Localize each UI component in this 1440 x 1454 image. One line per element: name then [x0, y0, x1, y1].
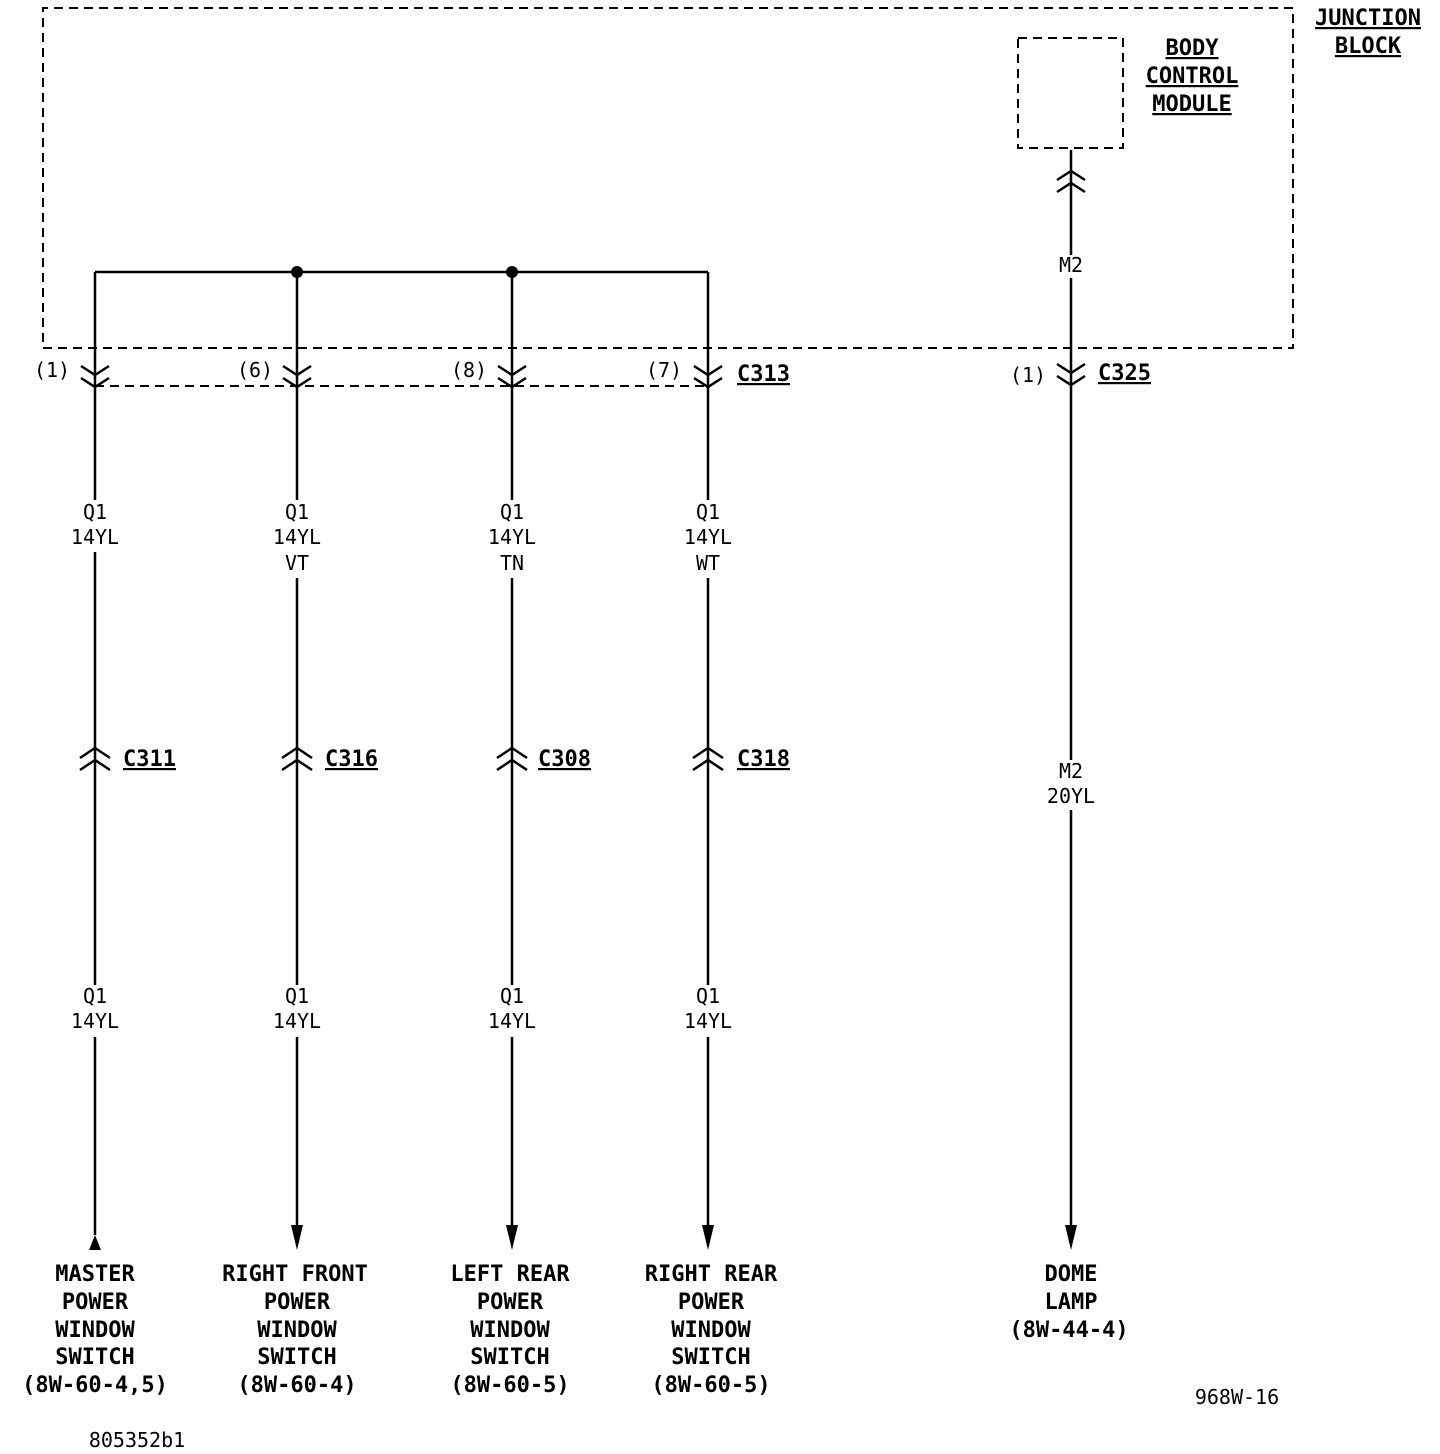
pin-label-6: (6) [237, 358, 273, 382]
wire-gauge-col5-mid: 20YL [1047, 784, 1095, 808]
wire-circuit-col1-lower: Q1 [83, 984, 107, 1008]
wire-gauge-col2-lower: 14YL [273, 1009, 321, 1033]
c313-pin8-connector [497, 364, 527, 389]
wire-circuit-col1-upper: Q1 [83, 500, 107, 524]
arrow-down-left-rear [506, 1225, 518, 1250]
wire-gauge-col4-lower: 14YL [684, 1009, 732, 1033]
connector-label-c308: C308 [538, 747, 591, 772]
pin-label-7: (7) [646, 358, 682, 382]
wire-circuit-col3-lower: Q1 [500, 984, 524, 1008]
dest-master-line3: WINDOW [55, 1318, 135, 1343]
dest-rr-line2: POWER [678, 1290, 745, 1315]
dest-lr-line5: (8W-60-5) [450, 1373, 569, 1398]
connector-label-c318: C318 [737, 747, 790, 772]
junction-block-label-1: JUNCTION [1315, 6, 1421, 31]
wire-circuit-col2-upper: Q1 [285, 500, 309, 524]
destination-master-power-window-switch: MASTER POWER WINDOW SWITCH (8W-60-4,5) [22, 1262, 168, 1398]
destination-right-front-power-window-switch: RIGHT FRONT POWER WINDOW SWITCH (8W-60-4… [222, 1262, 368, 1398]
wire-tracer-col3-upper: TN [500, 551, 524, 575]
c316-connector [281, 746, 313, 772]
arrow-down-right-front [291, 1225, 303, 1250]
connector-label-c316: C316 [325, 747, 378, 772]
c308-connector [496, 746, 528, 772]
dest-lr-line4: SWITCH [470, 1345, 549, 1370]
c313-pin7-connector [693, 364, 723, 389]
sheet-id: 968W-16 [1195, 1385, 1279, 1409]
wire-tracer-col2-upper: VT [285, 551, 309, 575]
c311-connector [79, 746, 111, 772]
part-id: 805352b1 [89, 1428, 185, 1452]
pin-label-1: (1) [34, 358, 70, 382]
dest-rr-line1: RIGHT REAR [645, 1262, 778, 1287]
dest-rf-line3: WINDOW [257, 1318, 337, 1343]
dest-lr-line3: WINDOW [470, 1318, 550, 1343]
dest-dome-line2: LAMP [1045, 1290, 1098, 1315]
bcm-connector [1056, 169, 1086, 194]
junction-block-outline [42, 7, 1294, 349]
wire-circuit-col4-lower: Q1 [696, 984, 720, 1008]
junction-block-label-2: BLOCK [1335, 34, 1402, 59]
c313-pin1-connector [80, 364, 110, 389]
wire-circuit-col3-upper: Q1 [500, 500, 524, 524]
connector-label-c313: C313 [737, 362, 790, 387]
wire-circuit-col2-lower: Q1 [285, 984, 309, 1008]
body-control-module-box [1017, 37, 1124, 149]
wire-gauge-col3-upper: 14YL [488, 525, 536, 549]
pin-label-c325: (1) [1010, 363, 1046, 387]
dest-rr-line4: SWITCH [671, 1345, 750, 1370]
wire-gauge-col3-lower: 14YL [488, 1009, 536, 1033]
connector-label-c325: C325 [1098, 361, 1151, 386]
c318-connector [692, 746, 724, 772]
dest-master-line2: POWER [62, 1290, 129, 1315]
dest-lr-line2: POWER [477, 1290, 544, 1315]
arrow-down-right-rear [702, 1225, 714, 1250]
dest-rf-line4: SWITCH [257, 1345, 336, 1370]
bcm-label-1: BODY [1166, 36, 1220, 61]
dest-dome-line1: DOME [1045, 1262, 1098, 1287]
wire-gauge-col4-upper: 14YL [684, 525, 732, 549]
dest-rf-line5: (8W-60-4) [237, 1373, 356, 1398]
dest-master-line4: SWITCH [55, 1345, 134, 1370]
dest-rr-line5: (8W-60-5) [651, 1373, 770, 1398]
c313-pin6-connector [282, 364, 312, 389]
dest-master-line5: (8W-60-4,5) [22, 1373, 168, 1398]
destination-right-rear-power-window-switch: RIGHT REAR POWER WINDOW SWITCH (8W-60-5) [645, 1262, 778, 1398]
wire-gauge-col1-lower: 14YL [71, 1009, 119, 1033]
destination-left-rear-power-window-switch: LEFT REAR POWER WINDOW SWITCH (8W-60-5) [450, 1262, 570, 1398]
dest-rr-line3: WINDOW [671, 1318, 751, 1343]
wire-circuit-col4-upper: Q1 [696, 500, 720, 524]
wire-gauge-col1-upper: 14YL [71, 525, 119, 549]
dest-lr-line1: LEFT REAR [450, 1262, 570, 1287]
c325-pin1-connector [1056, 362, 1086, 387]
bcm-label-3: MODULE [1152, 92, 1231, 117]
arrow-down-dome-lamp [1065, 1225, 1077, 1250]
dest-master-line1: MASTER [55, 1262, 135, 1287]
bcm-label-2: CONTROL [1146, 64, 1239, 89]
dest-dome-line3: (8W-44-4) [1009, 1318, 1128, 1343]
wire-gauge-col2-upper: 14YL [273, 525, 321, 549]
pin-label-8: (8) [451, 358, 487, 382]
wire-label-m2-upper: M2 [1059, 253, 1083, 277]
dest-rf-line1: RIGHT FRONT [222, 1262, 368, 1287]
wire-tracer-col4-upper: WT [696, 551, 720, 575]
arrow-up-master [89, 1235, 101, 1250]
destination-dome-lamp: DOME LAMP (8W-44-4) [1009, 1262, 1128, 1343]
dest-rf-line2: POWER [264, 1290, 331, 1315]
wire-circuit-col5-mid: M2 [1059, 759, 1083, 783]
connector-label-c311: C311 [123, 747, 176, 772]
